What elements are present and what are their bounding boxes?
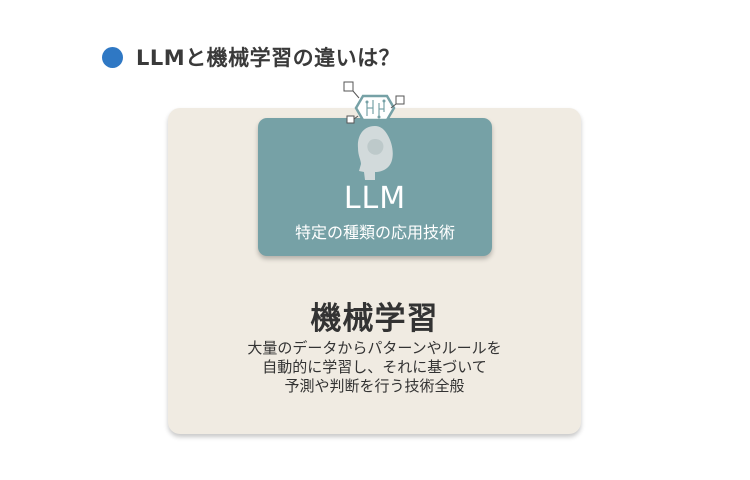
ai-head-circuit-icon [343, 81, 405, 180]
page-title: LLMと機械学習の違いは？ [136, 46, 401, 70]
description-line: 予測や判断を行う技術全般 [284, 377, 465, 395]
llm-subtitle: 特定の種類の応用技術 [294, 223, 455, 242]
machine-learning-title: 機械学習 [310, 301, 439, 337]
llm-title: LLM [343, 181, 407, 216]
machine-learning-description: 大量のデータからパターンやルールを 自動的に学習し、それに基づいて 予測や判断を… [168, 339, 581, 396]
description-line: 大量のデータからパターンやルールを [247, 339, 502, 357]
description-line: 自動的に学習し、それに基づいて [262, 358, 487, 376]
title-bullet-icon [102, 46, 123, 68]
page-title-row: LLMと機械学習の違いは？ [102, 42, 400, 72]
